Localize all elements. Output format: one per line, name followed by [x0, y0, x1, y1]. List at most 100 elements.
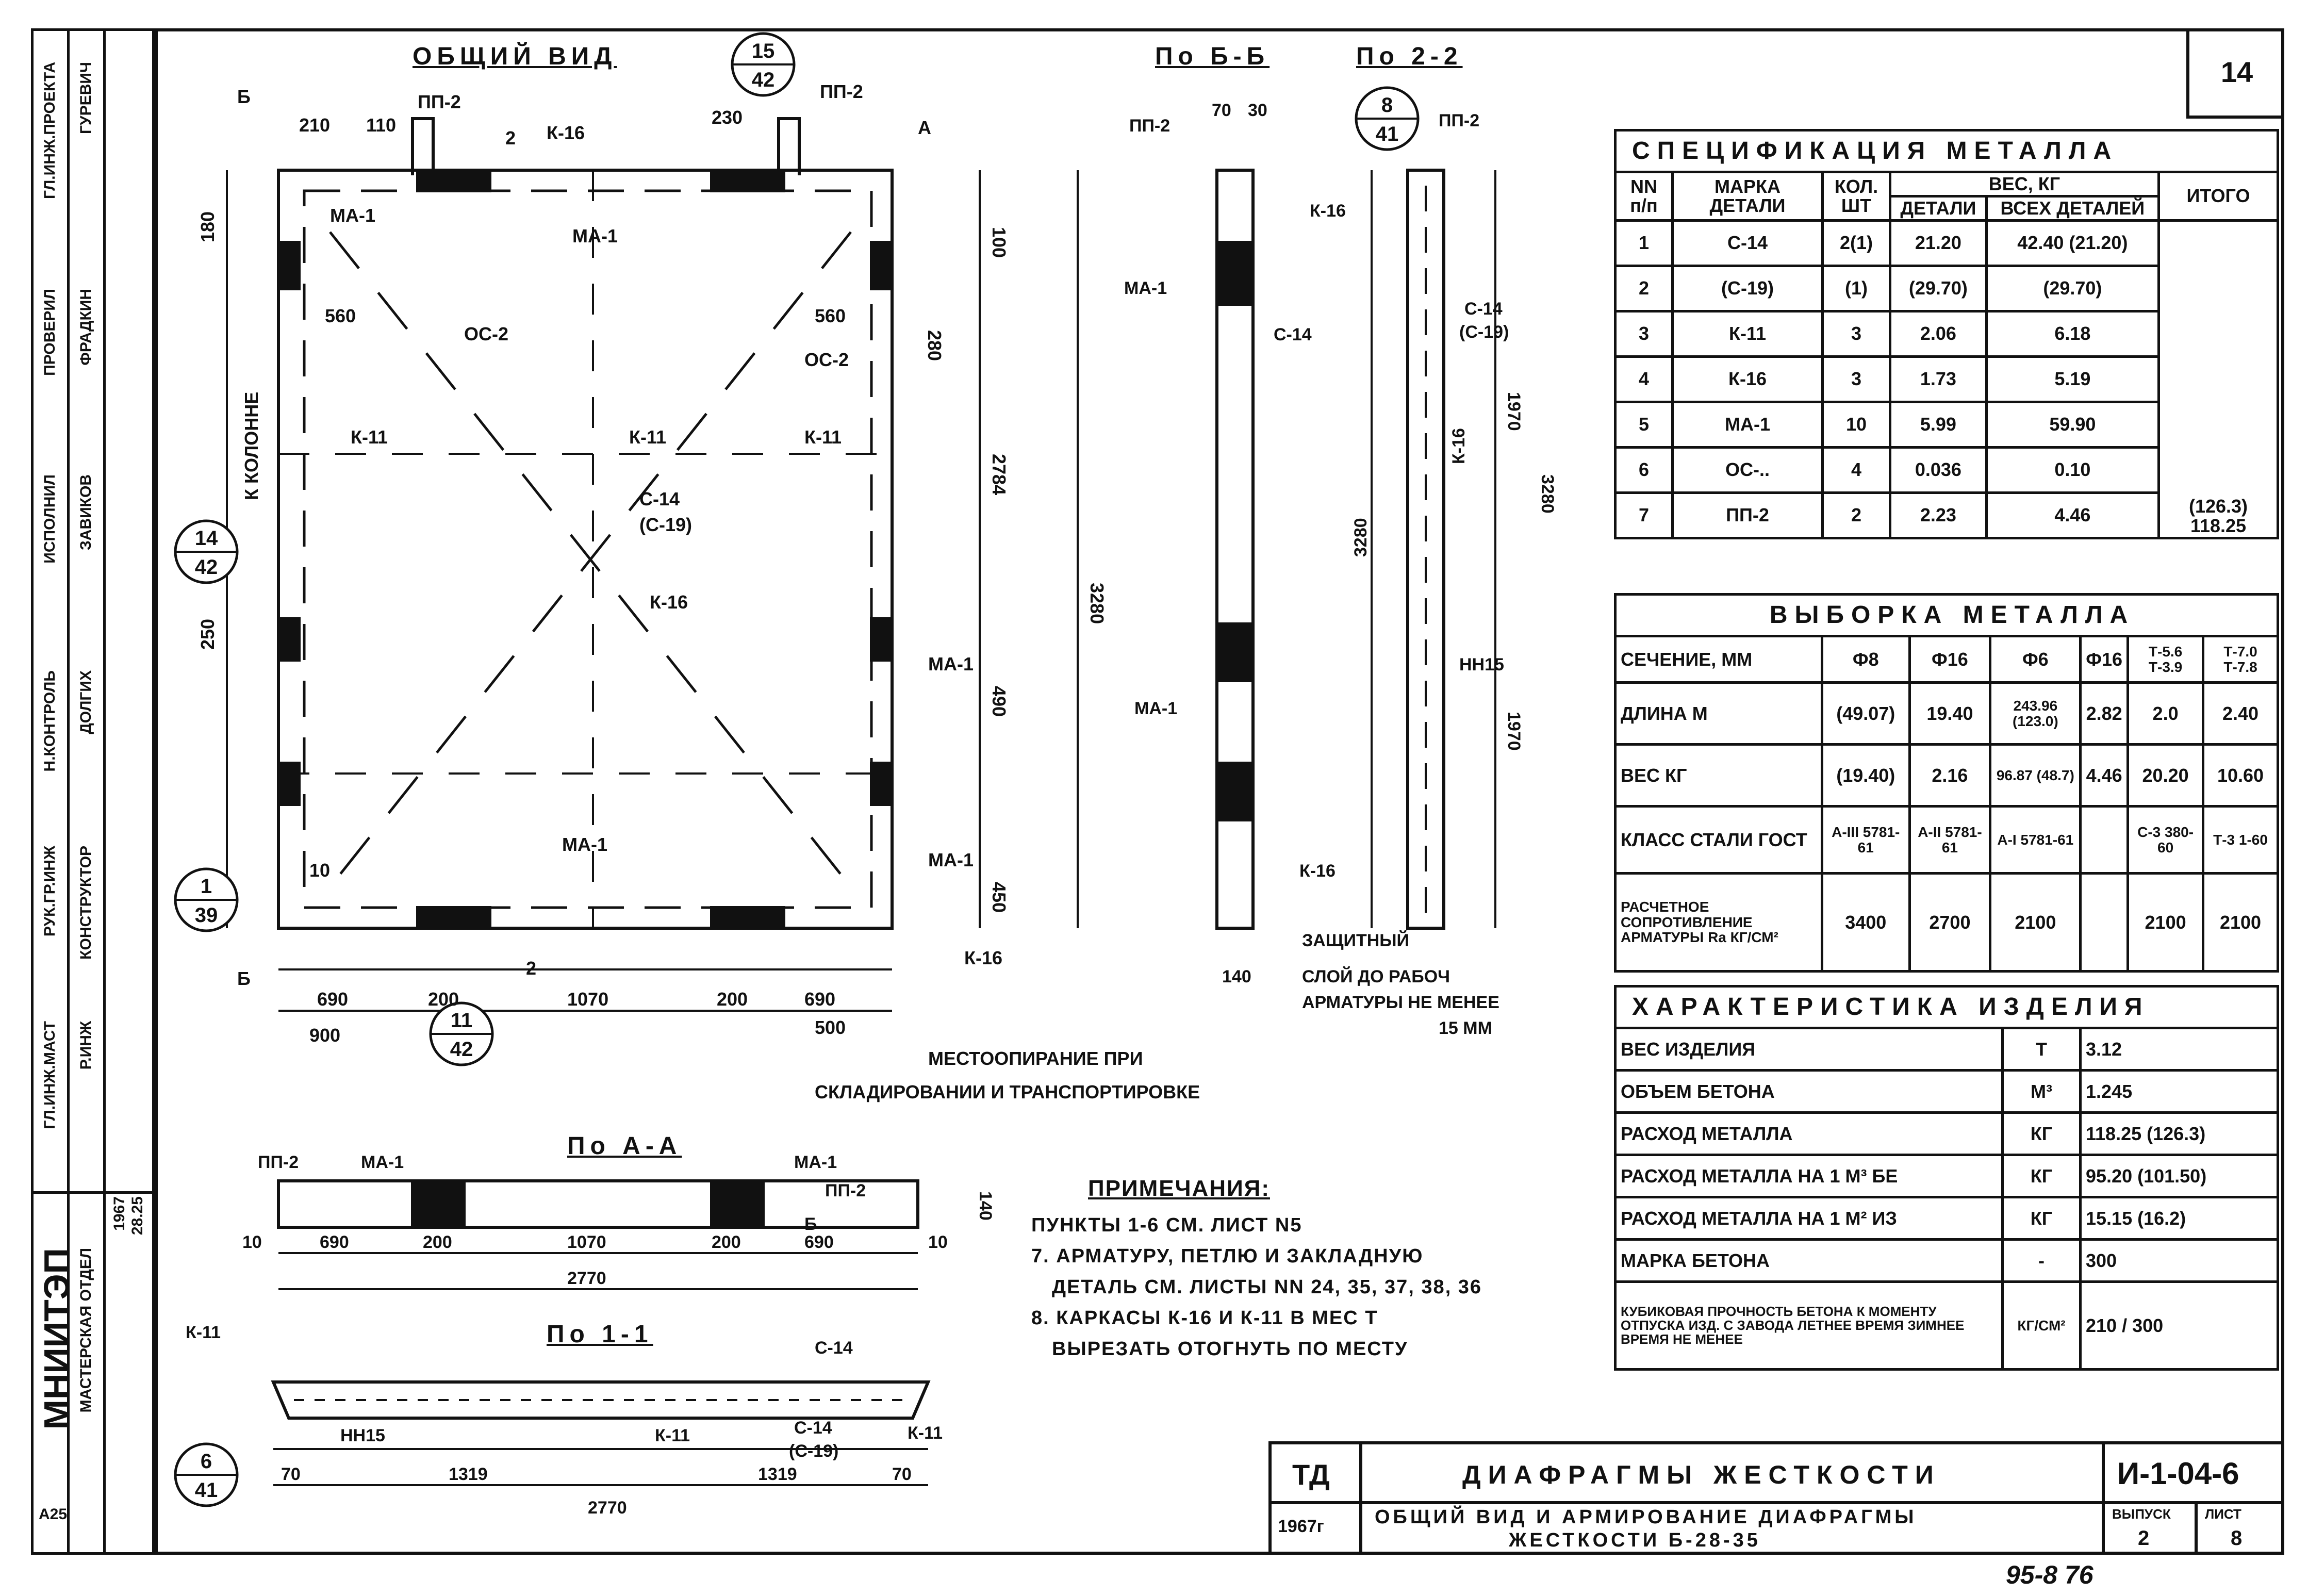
note-line: ПУНКТЫ 1-6 СМ. ЛИСТ N5 — [1031, 1214, 1303, 1236]
two-two-section — [1406, 169, 1445, 930]
ref-bottom: 42 — [752, 69, 775, 91]
dim: 210 — [299, 114, 330, 136]
bb-plate — [1215, 241, 1255, 306]
dim: 1070 — [567, 1232, 606, 1252]
ref-top: 11 — [451, 1009, 472, 1032]
label-vertical: К-16 — [1449, 428, 1469, 464]
dim: 200 — [423, 1232, 452, 1252]
col-header: Ф16 — [1908, 635, 1992, 684]
ref-top: 1 — [201, 875, 212, 898]
label: МА-1 — [562, 834, 607, 855]
section-mark: 2 — [505, 127, 516, 149]
section-mark: Б — [237, 86, 251, 107]
tb-sheet: 8 — [2231, 1527, 2243, 1550]
table-caption: СПЕЦИФИКАЦИЯ МЕТАЛЛА — [1614, 129, 2279, 173]
side-stamp — [31, 28, 155, 1555]
label: К-16 — [650, 591, 688, 613]
col-header: Т-5.6 Т-3.9 — [2126, 635, 2205, 684]
panel-outline — [277, 169, 894, 930]
tb-line — [2195, 1501, 2198, 1555]
section-mark: Б — [804, 1214, 817, 1234]
ref-bottom: 42 — [450, 1038, 473, 1061]
dim: 560 — [325, 305, 356, 326]
dim-vertical: 3280 — [1351, 518, 1371, 557]
label: (С-19) — [639, 514, 692, 535]
col-header: ВСЕХ ДЕТАЛЕЙ — [1985, 194, 2161, 222]
metal-sample-table: ВЫБОРКА МЕТАЛЛА СЕЧЕНИЕ, ММ Ф8 Ф16 Ф6 Ф1… — [1614, 593, 2279, 973]
tb-issue-label: ВЫПУСК — [2112, 1506, 2171, 1522]
label: НН15 — [1459, 655, 1504, 674]
table-caption: ВЫБОРКА МЕТАЛЛА — [1614, 593, 2279, 637]
label: С-14 — [639, 488, 680, 509]
tb-description: ОБЩИЙ ВИД И АРМИРОВАНИЕ ДИАФРАГМЫ — [1375, 1506, 1917, 1528]
dim-vertical: 100 — [988, 227, 1010, 258]
dim: 30 — [1248, 101, 1267, 120]
label: К-11 — [351, 426, 388, 448]
ref-top: 6 — [201, 1450, 212, 1473]
label: МА-1 — [928, 653, 974, 674]
col-header: Т-7.0 Т-7.8 — [2202, 635, 2279, 684]
label: К-11 — [655, 1426, 690, 1445]
ref-top: 8 — [1381, 94, 1393, 117]
embedded-plate — [416, 169, 491, 192]
embedded-plate — [277, 241, 301, 290]
tb-line — [1359, 1444, 1362, 1552]
dim-vertical: 450 — [988, 882, 1010, 913]
tb-issue: 2 — [2138, 1527, 2150, 1550]
label: С-14 — [794, 1418, 832, 1438]
ref-top: 14 — [195, 527, 218, 550]
ref-bottom: 42 — [195, 556, 218, 579]
embedded-plate — [710, 169, 785, 192]
title-general-view: ОБЩИЙ ВИД — [413, 43, 617, 70]
aa-section — [277, 1179, 919, 1229]
stamp-divider — [31, 1191, 155, 1194]
one-one-section — [271, 1380, 931, 1420]
title-view-aa: По А-А — [567, 1132, 682, 1160]
embedded-plate — [870, 617, 894, 662]
label: МА-1 — [794, 1153, 837, 1172]
notes-title: ПРИМЕЧАНИЯ: — [1088, 1176, 1270, 1201]
section-mark: 2 — [526, 958, 536, 979]
dim-vertical: 1970 — [1504, 392, 1524, 431]
note: СЛОЙ ДО РАБОЧ — [1302, 966, 1450, 986]
note: 15 ММ — [1439, 1018, 1492, 1038]
dim: 10 — [242, 1232, 262, 1252]
tb-name: ДИАФРАГМЫ ЖЕСТКОСТИ — [1462, 1460, 1941, 1489]
dim: 2770 — [588, 1498, 627, 1518]
embedded-plate — [870, 762, 894, 806]
dim: 230 — [712, 107, 743, 128]
tb-year: 1967г — [1278, 1517, 1324, 1536]
label: К-16 — [547, 122, 585, 143]
drawing-frame — [155, 28, 2284, 1555]
label: МА-1 — [928, 849, 974, 870]
ref-bottom: 41 — [1376, 123, 1399, 145]
tb-line — [2102, 1444, 2105, 1552]
embedded-plate — [416, 906, 491, 930]
handwritten-note: 95-8 76 — [2006, 1560, 2093, 1589]
label: МА-1 — [1124, 278, 1167, 298]
dim: 200 — [712, 1232, 741, 1252]
dim: 500 — [815, 1017, 846, 1038]
aa-plate — [710, 1179, 765, 1229]
ref-bottom: 39 — [195, 904, 218, 927]
label: ПП-2 — [418, 91, 461, 112]
col-header: Ф8 — [1821, 635, 1911, 684]
col-header: МАРКА ДЕТАЛИ — [1671, 171, 1824, 222]
dim: 140 — [1222, 967, 1251, 986]
col-header: Ф16 — [2079, 635, 2130, 684]
dim-vertical: 490 — [988, 686, 1010, 717]
title-view-22: По 2-2 — [1356, 43, 1463, 70]
table-row: РАСЧЕТНОЕ СОПРОТИВЛЕНИЕ АРМАТУРЫ Rа КГ/С… — [1614, 872, 2279, 973]
stamp-code: А25 — [39, 1506, 68, 1523]
